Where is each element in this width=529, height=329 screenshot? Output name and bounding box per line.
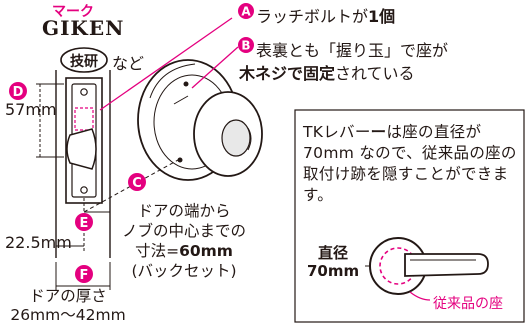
badge-e: E <box>75 213 93 231</box>
svg-text:C: C <box>132 176 142 191</box>
previous-seat-note: 従来品の座 <box>433 296 503 312</box>
brand-suffix: など <box>112 54 145 73</box>
dimension-e-value: 22.5mm <box>5 233 72 252</box>
badge-a: A <box>238 3 254 19</box>
backset-caption: ドアの端から ノブの中心までの 寸法=60mm (バックセット) <box>121 202 246 280</box>
badge-c: C <box>128 173 146 191</box>
svg-text:技研: 技研 <box>70 53 98 70</box>
door-knob <box>137 59 263 181</box>
dimension-d-value: 57mm <box>5 100 57 119</box>
svg-text:D: D <box>13 85 24 100</box>
info-text: TKレバーーは座の直径が70mm なので、従来品の座の取付け跡を隠すことができま… <box>303 123 517 204</box>
door-thickness-caption: ドアの厚さ 26mm〜42mm <box>10 287 126 324</box>
badge-b: B <box>238 37 254 53</box>
brand-maker: マーク <box>52 4 94 20</box>
callout-b-line2: 木ネジで固定されている <box>239 64 415 83</box>
face-plate <box>65 77 103 204</box>
svg-text:E: E <box>80 216 89 231</box>
lever-illustration <box>365 237 489 301</box>
seat-diameter-label: 直径 70mm <box>307 244 360 280</box>
svg-text:B: B <box>241 39 250 53</box>
badge-d: D <box>9 82 27 100</box>
svg-text:F: F <box>80 268 89 283</box>
brand-name: GIKEN <box>42 16 125 40</box>
callout-a-text: ラッチボルトが1個 <box>256 7 396 26</box>
svg-text:A: A <box>241 5 251 19</box>
giken-stamp: 技研 <box>60 47 108 73</box>
callout-b-line1: 表裏とも「握り玉」で座が <box>256 41 449 60</box>
badge-f: F <box>75 265 93 283</box>
